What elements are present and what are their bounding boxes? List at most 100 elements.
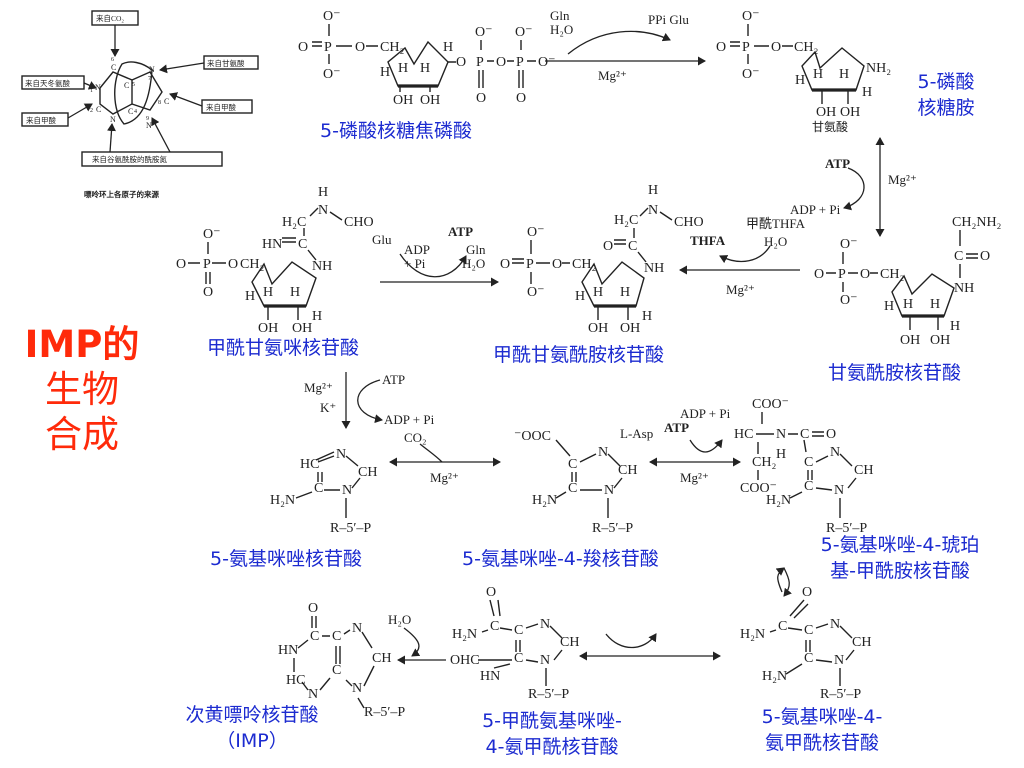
saicar-coo2: COO⁻	[740, 481, 777, 496]
label-fgar: 甲酰甘氨酰胺核苷酸	[493, 344, 665, 366]
prpp-h3: H	[420, 61, 430, 76]
gar-h1: H	[884, 299, 894, 314]
prpa-o2: O	[716, 40, 726, 55]
prpa-o3: O⁻	[742, 67, 760, 82]
fgar-h2: H	[593, 285, 603, 300]
fgar-n: N	[648, 203, 658, 218]
fgar-p: P	[526, 257, 534, 272]
prpp-o11: O⁻	[538, 55, 556, 70]
inset-atom-n9-num: 9	[146, 116, 149, 122]
structure-saicar: COO⁻ HC N C O H CH₂ COO⁻ C N CH C N H₂N …	[734, 397, 873, 536]
prpa-o4: O	[771, 40, 781, 55]
gar-ch2: CH₂	[880, 267, 904, 282]
inset-box-formyl-c8	[201, 99, 253, 114]
fgar-h2c: H₂C	[614, 213, 638, 228]
prpp-o2: O	[298, 40, 308, 55]
fgar-o4: O	[552, 257, 562, 272]
saicar-r5p: R–5′–P	[826, 521, 867, 536]
step4-atp: ATP	[448, 224, 473, 239]
cair-c5: C	[568, 481, 577, 496]
air-n2: N	[342, 483, 352, 498]
inset-atom-n1-num: 1	[90, 88, 93, 94]
structure-imp: O HN C C N CH HC C N N R–5′–P	[278, 601, 405, 720]
label-faicar-line1: 5-甲酰氨基咪唑-	[482, 710, 622, 732]
inset-text-gln: 来自谷氨酰胺的酰胺氮	[92, 154, 167, 164]
step5-arrow: Mg²⁺ K⁺ ATP ADP + Pi	[304, 372, 435, 429]
structure-prpp: O⁻ O P O⁻ O CH₂ H H H H OH OH O P O⁻ O O…	[298, 9, 556, 108]
inset-box-gly	[203, 55, 259, 70]
gar-o: O	[980, 249, 990, 264]
structure-cair: ⁻OOC C N CH C N H₂N R–5′–P	[514, 429, 637, 536]
step3-thfa: THFA	[690, 233, 726, 248]
prpp-o5: O	[456, 55, 466, 70]
fgam-hn: HN	[262, 237, 282, 252]
step2-atp: ATP	[825, 156, 850, 171]
aicar-n9: N	[834, 653, 844, 668]
fgar-ch2: CH₂	[572, 257, 596, 272]
step6-co2: CO₂	[404, 430, 427, 445]
imp-c6: C	[310, 629, 319, 644]
label-saicar: 5-氨基咪唑-4-琥珀 基-甲酰胺核苷酸	[788, 532, 1012, 584]
gar-o2: O	[814, 267, 824, 282]
label-prpp: 5-磷酸核糖焦磷酸	[320, 120, 472, 142]
page-title-line2: 生物	[45, 368, 119, 411]
imp-n3: N	[308, 687, 318, 702]
fgam-h1: H	[245, 289, 255, 304]
fgam-ch2: CH₂	[240, 257, 264, 272]
inset-text-co2: 来自CO₂	[96, 13, 124, 23]
prpa-h4: H	[862, 85, 872, 100]
label-cair: 5-氨基咪唑-4-羧核苷酸	[462, 548, 659, 570]
prpp-ch2: CH₂	[380, 40, 404, 55]
saicar-n-amide: N	[776, 427, 786, 442]
faicar-o: O	[486, 585, 496, 600]
faicar-n9: N	[540, 653, 550, 668]
saicar-h2n: H₂N	[766, 493, 791, 508]
fgam-oh1: OH	[258, 321, 278, 336]
inset-atom-c6-num: 6	[111, 57, 114, 63]
aicar-n3: N	[830, 617, 840, 632]
step3-formyl-thfa: 甲酰THFA	[746, 216, 806, 231]
aicar-c4: C	[804, 623, 813, 638]
saicar-n3: N	[830, 445, 840, 460]
saicar-c5: C	[804, 479, 813, 494]
structure-faicar: O H₂N C C N CH C N OHC HN R–5′–P	[450, 585, 579, 702]
fgam-n: N	[318, 203, 328, 218]
cair-ooc: ⁻OOC	[514, 429, 551, 444]
inset-text-gly: 来自甘氨酸	[207, 58, 245, 68]
fgam-c: C	[298, 237, 307, 252]
inset-text-asp: 来自天冬氨酸	[25, 78, 70, 88]
fgam-h2: H	[263, 285, 273, 300]
inset-text-formyl-c8: 来自甲酸	[206, 102, 236, 112]
gar-h4: H	[950, 319, 960, 334]
fgam-nh: NH	[312, 259, 332, 274]
gar-h3: H	[930, 297, 940, 312]
step4-glu: Glu	[372, 232, 392, 247]
step6-mg: Mg²⁺	[430, 470, 459, 485]
step1-mg: Mg²⁺	[598, 68, 627, 83]
label-aicar-line2: 氨甲酰核苷酸	[764, 732, 879, 754]
gar-o3: O⁻	[840, 293, 858, 308]
label-air: 5-氨基咪唑核苷酸	[210, 548, 362, 570]
cair-ch: CH	[618, 463, 637, 478]
step1-arrow: Gln H₂O PPi Glu Mg²⁺	[545, 8, 706, 83]
inset-atom-n1: N	[95, 83, 101, 92]
prpa-oh2: OH	[840, 105, 860, 120]
prpp-o4: O	[355, 40, 365, 55]
fgar-c: C	[628, 239, 637, 254]
fgar-h3: H	[620, 285, 630, 300]
label-imp-line1: 次黄嘌呤核苷酸	[185, 704, 319, 726]
step10-h2o: H₂O	[388, 612, 411, 627]
inset-atom-n7-num: 7	[148, 76, 151, 82]
label-fgam: 甲酰甘氨咪核苷酸	[207, 337, 360, 359]
inset-atom-n7: N	[149, 65, 155, 74]
structure-fgar: H H₂C N CHO O C NH O⁻ O P O⁻ O CH₂ H H H…	[500, 183, 704, 336]
prpa-h3: H	[839, 67, 849, 82]
structure-aicar: O H₂N C C N CH C N H₂N R–5′–P	[740, 585, 871, 702]
inset-atom-c5-num: 5	[132, 82, 135, 88]
fgam-o2: O	[176, 257, 186, 272]
inset-atom-c5: C	[124, 81, 129, 90]
fgam-cho: CHO	[344, 215, 374, 230]
step7-asp: L-Asp	[620, 426, 653, 441]
label-imp-line2: （IMP）	[216, 730, 288, 752]
prpp-h2: H	[398, 61, 408, 76]
